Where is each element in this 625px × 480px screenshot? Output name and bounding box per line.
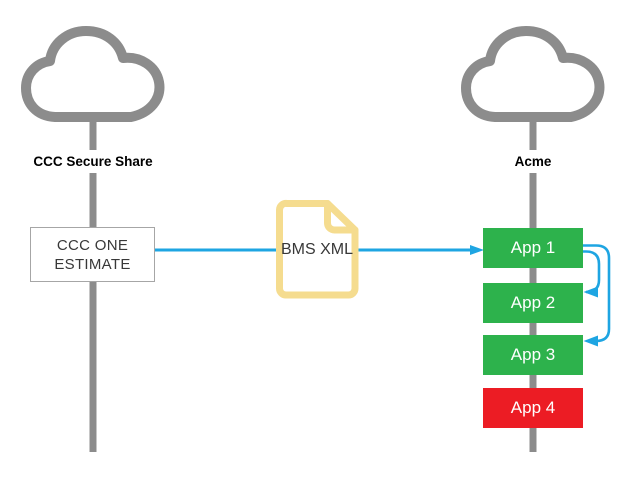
- app-1-node: App 1: [483, 228, 583, 268]
- left-cloud-label: CCC Secure Share: [25, 150, 161, 173]
- file-label: BMS XML: [280, 241, 353, 258]
- app-4-node: App 4: [483, 388, 583, 428]
- arrow-left-icon: [583, 286, 598, 298]
- app-2-node: App 2: [483, 283, 583, 323]
- estimate-node-label-line2: ESTIMATE: [54, 255, 131, 273]
- estimate-node: CCC ONE ESTIMATE: [30, 227, 155, 282]
- cloud-shape: [21, 26, 165, 122]
- estimate-node-label-line1: CCC ONE: [56, 236, 129, 254]
- app1-to-app3-arrow-line: [583, 244, 611, 343]
- right-cloud-label: Acme: [506, 150, 560, 173]
- cloud-shape: [461, 26, 605, 122]
- cloud-icon: [461, 26, 605, 122]
- cloud-icon: [21, 26, 165, 122]
- app-3-node: App 3: [483, 335, 583, 375]
- arrow-right-icon: [470, 245, 484, 255]
- app1-to-app2-arrow-line: [583, 250, 601, 294]
- arrow-left-icon: [583, 335, 598, 347]
- document-folded-corner: [324, 200, 359, 234]
